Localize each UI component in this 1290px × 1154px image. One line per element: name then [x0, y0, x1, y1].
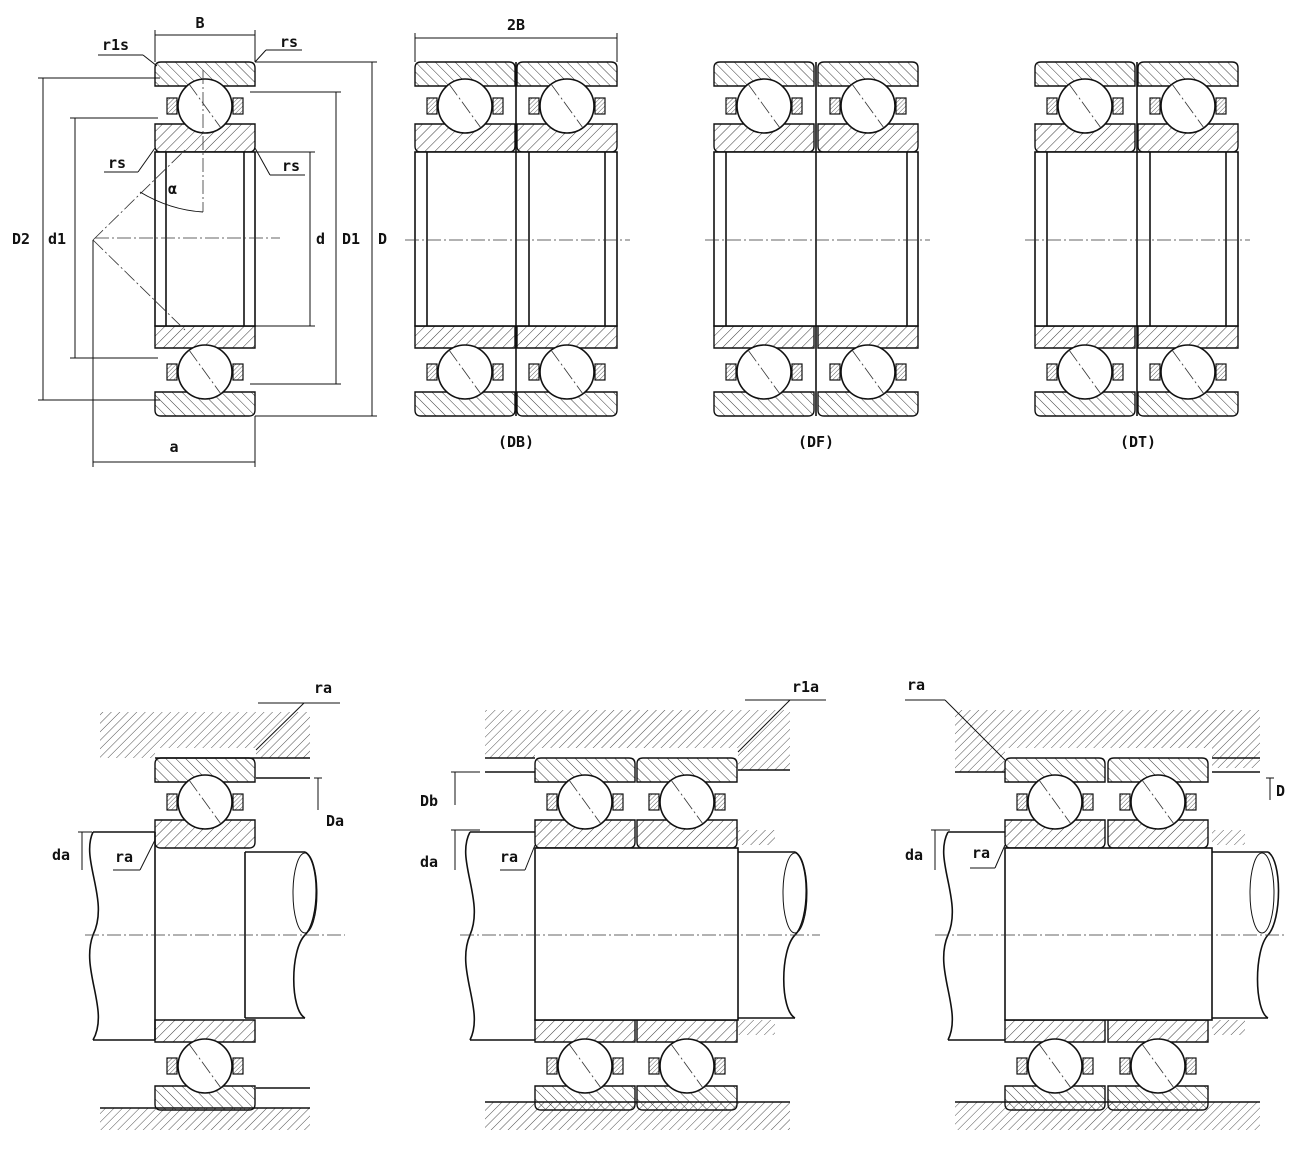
label-rs-right: rs	[282, 157, 300, 175]
label-d: d	[316, 230, 325, 248]
label-da-m2: da	[420, 853, 438, 871]
label-da-m3: da	[905, 846, 923, 864]
mounting-pair-db: r1a Db da ra	[420, 678, 826, 1130]
label-Db: Db	[420, 792, 438, 810]
label-r1s: r1s	[102, 36, 129, 54]
label-ra-m1-bottom: ra	[115, 848, 133, 866]
bearing-pair-df: (DF)	[705, 61, 930, 451]
single-bearing-dimensions	[38, 30, 377, 467]
label-DB: (DB)	[498, 433, 534, 451]
label-ra-m3-bottom: ra	[972, 844, 990, 862]
label-ra-m3-top: ra	[907, 676, 925, 694]
label-rs-left: rs	[108, 154, 126, 172]
label-a: a	[169, 438, 178, 456]
label-ra-m2: ra	[500, 848, 518, 866]
label-rs-top: rs	[280, 33, 298, 51]
label-D2: D2	[12, 230, 30, 248]
single-bearing-labels: B r1s rs rs rs α D2 d1 d D1 D a	[12, 14, 387, 456]
label-DT: (DT)	[1120, 433, 1156, 451]
mounting-single: ra Da da ra	[52, 679, 345, 1130]
label-d1: d1	[48, 230, 66, 248]
single-bearing-section	[92, 61, 280, 417]
bearing-pair-dt: (DT)	[1025, 61, 1250, 451]
bearing-pair-db: 2B (DB)	[405, 16, 630, 451]
label-D1: D1	[342, 230, 360, 248]
label-2B: 2B	[507, 16, 525, 34]
label-ra-m1-top: ra	[314, 679, 332, 697]
label-D: D	[378, 230, 387, 248]
label-D-m3: D	[1276, 782, 1285, 800]
mounting-pair-dt: ra D da ra	[905, 676, 1285, 1130]
label-B: B	[195, 14, 204, 32]
label-Da: Da	[326, 812, 344, 830]
label-alpha: α	[168, 180, 177, 198]
label-DF: (DF)	[798, 433, 834, 451]
label-r1a: r1a	[792, 678, 819, 696]
label-da-m1: da	[52, 846, 70, 864]
